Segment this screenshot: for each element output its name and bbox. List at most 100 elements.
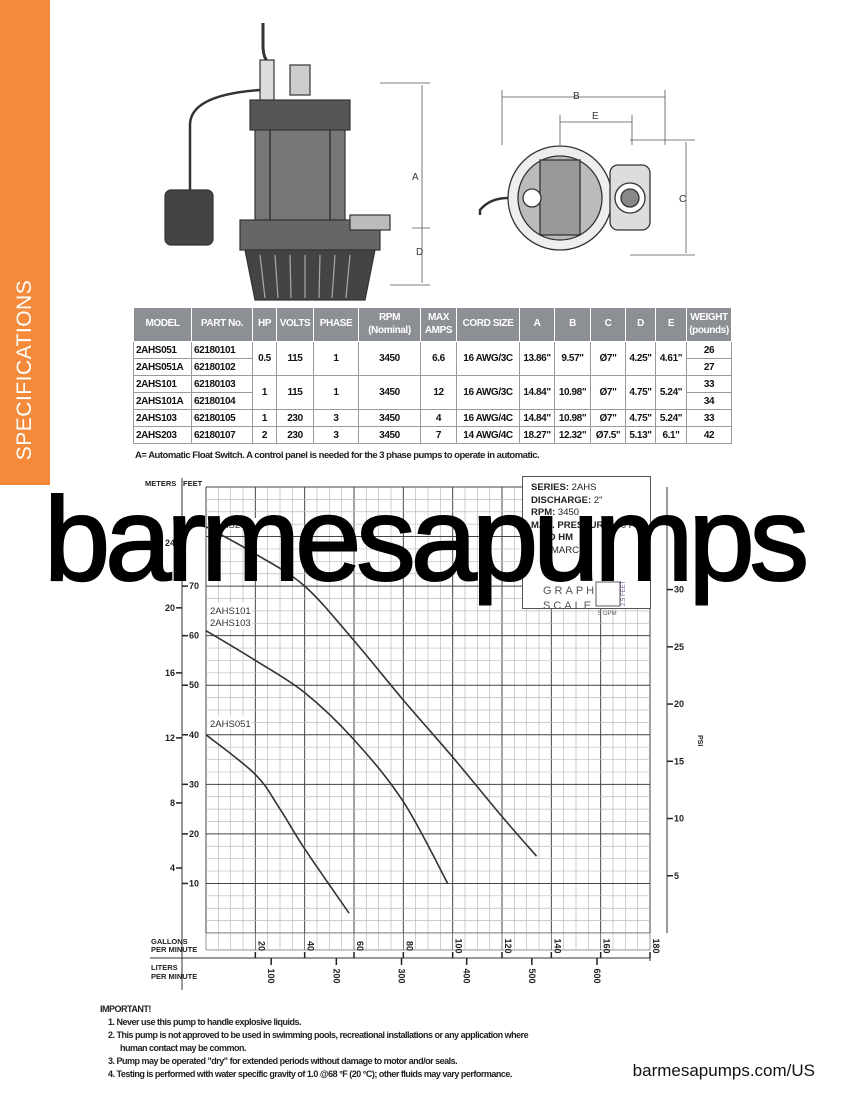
series-label-2ahs051: 2AHS051: [210, 719, 251, 730]
note-item: 4. Testing is performed with water speci…: [108, 1069, 512, 1079]
discharge-label: DISCHARGE:: [531, 494, 592, 506]
feet-tick-label: 10: [189, 878, 199, 888]
graphic-scale-line1: GRAPHIC: [543, 585, 615, 597]
lpm-tick-label: 100: [266, 968, 276, 983]
table-row: 2AHS203 62180107 2 230 3 3450 7 14 AWG/4…: [133, 426, 732, 444]
meters-tick-label: 8: [170, 798, 175, 808]
rpm-cell: 3450: [358, 375, 421, 410]
gpm-tick-label: 40: [306, 941, 316, 951]
b-cell: 12.32": [554, 426, 591, 444]
watermark-text: barmesapumps: [43, 473, 810, 606]
gpm-tick-label: 60: [355, 941, 365, 951]
pump-side-view-drawing: A D: [164, 23, 430, 301]
curve-2ahs051: [205, 734, 350, 914]
rpm-value: 3450: [555, 507, 580, 518]
c-cell: Ø7": [590, 341, 626, 376]
graphic-scale: GRAPHIC SCALE: [543, 584, 614, 614]
note-item: 3. Pump may be operated "dry" for extend…: [108, 1056, 458, 1066]
phase-cell: 1: [313, 375, 359, 410]
feet-tick-label: 30: [189, 779, 199, 789]
pump-info-box: SERIES: 2AHS DISCHARGE: 2" RPM: 3450 MAX…: [522, 476, 651, 609]
table-row: 2AHS051 62180101 0.5 115 1 3450 6.6 16 A…: [133, 341, 732, 376]
info-line-5: LD HM: [543, 532, 574, 543]
chart-curves: [205, 525, 538, 914]
table-row: 2AHS051A 62180102 27: [133, 358, 732, 376]
b-cell: 10.98": [554, 375, 591, 410]
col-model: MODEL: [133, 307, 192, 342]
hp-cell: 1: [252, 375, 277, 410]
col-e: E: [655, 307, 687, 342]
max-pressure-value: 40 PSI: [612, 519, 644, 531]
series-label: SERIES:: [531, 482, 570, 493]
col-weight: WEIGHT (pounds): [686, 307, 732, 342]
info-line-6: MARC: [551, 544, 579, 556]
e-cell: 5.24": [655, 375, 687, 410]
psi-tick-label: 30: [674, 585, 684, 595]
specifications-table: MODEL PART No. HP VOLTS PHASE RPM (Nomin…: [133, 307, 732, 444]
lpm-axis-title-line1: LITERS: [151, 963, 178, 972]
gpm-tick-label: 100: [454, 938, 464, 953]
e-cell: 4.61": [655, 341, 687, 376]
important-notes: IMPORTANT! 1. Never use this pump to han…: [100, 1003, 529, 1081]
gpm-tick-label: 120: [503, 938, 513, 953]
col-part-no: PART No.: [191, 307, 253, 342]
cord-cell: 16 AWG/3C: [456, 375, 520, 410]
series-label-2ahs101: 2AHS101: [210, 606, 251, 617]
weight-cell: 42: [686, 426, 732, 444]
psi-tick-label: 25: [674, 642, 684, 652]
feet-tick-label: 20: [189, 829, 199, 839]
volts-cell: 115: [276, 375, 314, 410]
max-pressure-label: MAX. PRESSURE:: [531, 519, 613, 531]
psi-tick-label: 10: [674, 814, 684, 824]
table-row: 2AHS103 62180105 1 230 3 3450 4 16 AWG/4…: [133, 409, 732, 427]
gpm-tick-label: 140: [552, 938, 562, 953]
col-rpm: RPM (Nominal): [358, 307, 421, 342]
col-d: D: [625, 307, 656, 342]
col-c: C: [590, 307, 626, 342]
pump-top-view-drawing: B E C: [478, 90, 695, 256]
specifications-sidebar: SPECIFICATIONS: [0, 0, 50, 485]
psi-tick-label: 20: [674, 699, 684, 709]
col-max-amps: MAX AMPS: [420, 307, 457, 342]
gpm-tick-label: 160: [602, 938, 612, 953]
dimension-c-label: C: [679, 194, 686, 205]
meters-tick-label: 24: [165, 538, 175, 548]
meters-tick-label: 4: [170, 863, 175, 873]
series-label-2ahs203: 2AHS203: [210, 520, 251, 531]
gpm-axis-title-line2: PER MINUTE: [151, 945, 197, 954]
meters-axis-title: METERS: [145, 479, 176, 488]
rpm-cell: 3450: [358, 426, 421, 444]
note-item: 2. This pump is not approved to be used …: [108, 1030, 529, 1040]
feet-tick-label: 60: [189, 631, 199, 641]
col-hp: HP: [252, 307, 277, 342]
lpm-axis-title-line2: PER MINUTE: [151, 972, 197, 981]
discharge-value: 2": [591, 494, 603, 506]
notes-title: IMPORTANT!: [100, 1004, 151, 1014]
label-bg: [208, 603, 252, 629]
dimension-b-label: B: [573, 91, 580, 102]
label-bg: [208, 518, 258, 530]
series-label-2ahs103: 2AHS103: [210, 618, 251, 629]
lpm-tick-label: 200: [331, 968, 341, 983]
table-row: 2AHS101 62180103 1 115 1 3450 12 16 AWG/…: [133, 375, 732, 410]
rpm-label: RPM:: [531, 507, 556, 518]
note-item: 1. Never use this pump to handle explosi…: [108, 1017, 302, 1027]
dimension-d-label: D: [416, 247, 423, 258]
feet-axis-title: FEET: [183, 479, 203, 488]
scale-feet-label: 2.5 FEET: [621, 580, 627, 606]
dimension-e-label: E: [592, 111, 599, 122]
col-volts: VOLTS: [276, 307, 314, 342]
footer-website-link[interactable]: barmesapumps.com/US: [632, 1061, 815, 1080]
curve-2ahs203: [205, 525, 538, 857]
series-value: 2AHS: [569, 482, 597, 493]
label-bg: [208, 716, 252, 729]
feet-tick-label: 40: [189, 730, 199, 740]
a-cell: 18.27": [519, 426, 555, 444]
feet-tick-label: 70: [189, 581, 199, 591]
meters-tick-label: 12: [165, 733, 175, 743]
table-footnote: A= Automatic Float Switch. A control pan…: [135, 450, 540, 461]
lpm-tick-label: 300: [397, 968, 407, 983]
scale-gpm-label: 5 GPM: [598, 611, 617, 617]
lpm-tick-label: 400: [462, 968, 472, 983]
meters-tick-label: 16: [165, 668, 175, 678]
